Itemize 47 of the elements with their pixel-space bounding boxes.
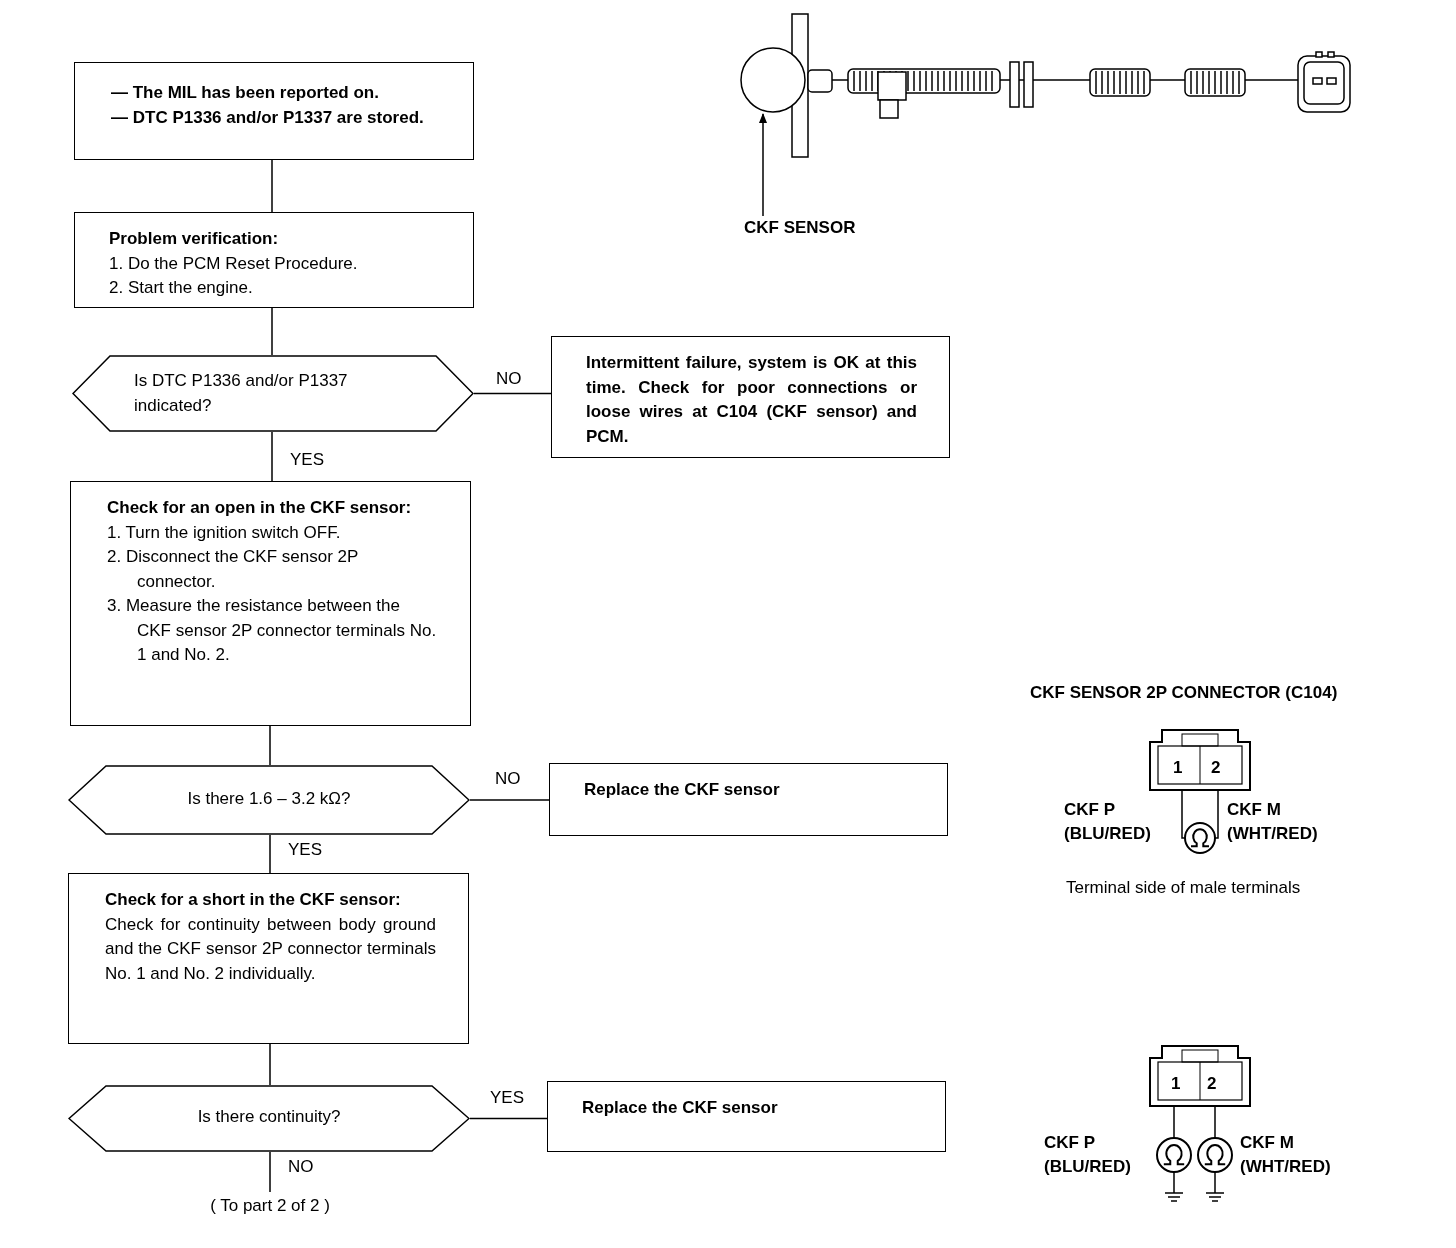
step-text: Replace the CKF sensor xyxy=(584,779,781,801)
step-text: Check for an open in the CKF sensor: xyxy=(107,497,413,519)
step-text: Intermittent failure, system is OK at this time. Check for poor connections or loose wires at C104 (CKF sensor) and PCM. xyxy=(586,352,917,448)
step-text: — The MIL has been reported on. xyxy=(111,82,380,104)
terminal-number: 2 xyxy=(1211,757,1221,779)
process-box xyxy=(547,1081,946,1152)
question-text: Is there continuity? xyxy=(196,1106,342,1128)
part-label: CKF SENSOR xyxy=(744,217,857,239)
step-text: 2. Start the engine. xyxy=(109,277,254,299)
note-text: ( To part 2 of 2 ) xyxy=(209,1195,331,1217)
heading-text: CKF SENSOR 2P CONNECTOR (C104) xyxy=(1030,682,1338,704)
connector-line xyxy=(469,1117,548,1120)
step-text: Check for a short in the CKF sensor: xyxy=(105,889,402,911)
process-box xyxy=(74,212,474,308)
step-text: 2. Disconnect the CKF sensor 2P connector. xyxy=(107,546,360,593)
leader-arrow xyxy=(759,113,767,217)
connector-line xyxy=(271,431,273,482)
connector-line xyxy=(269,834,271,874)
question-text: Is there 1.6 – 3.2 kΩ? xyxy=(186,788,352,810)
connector-line xyxy=(469,799,550,801)
connector-line xyxy=(269,1151,271,1193)
connector-line xyxy=(271,307,273,356)
step-text: Check for continuity between body ground and the CKF sensor 2P connector terminals No. 1 and No. 2 individually. xyxy=(105,913,436,985)
wire-label: CKF M (WHT/RED) xyxy=(1227,799,1319,845)
caption-text: Terminal side of male terminals xyxy=(1066,877,1301,899)
process-box xyxy=(74,62,474,160)
process-box xyxy=(68,873,469,1044)
step-text: — DTC P1336 and/or P1337 are stored. xyxy=(111,106,425,129)
question-text: Is DTC P1336 and/or P1337 indicated? xyxy=(134,370,349,417)
wire-label: CKF P (BLU/RED) xyxy=(1064,799,1152,845)
process-box xyxy=(549,763,948,836)
terminal-number: 2 xyxy=(1207,1073,1217,1095)
terminal-number: 1 xyxy=(1171,1073,1181,1095)
wire-label: CKF M (WHT/RED) xyxy=(1240,1132,1332,1178)
connector-line xyxy=(271,159,273,213)
step-text: 3. Measure the resistance between the CKF sensor 2P connector terminals No. 1 and No. 2. xyxy=(107,595,438,666)
process-box xyxy=(70,481,471,726)
step-text: Replace the CKF sensor xyxy=(582,1097,779,1119)
connector-line xyxy=(473,392,552,395)
wire-label: CKF P (BLU/RED) xyxy=(1044,1132,1132,1178)
step-text: 1. Do the PCM Reset Procedure. xyxy=(109,252,359,275)
step-text: Problem verification: xyxy=(109,228,280,250)
connector-line xyxy=(269,1043,271,1086)
terminal-number: 1 xyxy=(1173,757,1183,779)
connector-line xyxy=(269,725,271,766)
process-box xyxy=(551,336,950,458)
step-text: 1. Turn the ignition switch OFF. xyxy=(107,521,342,544)
